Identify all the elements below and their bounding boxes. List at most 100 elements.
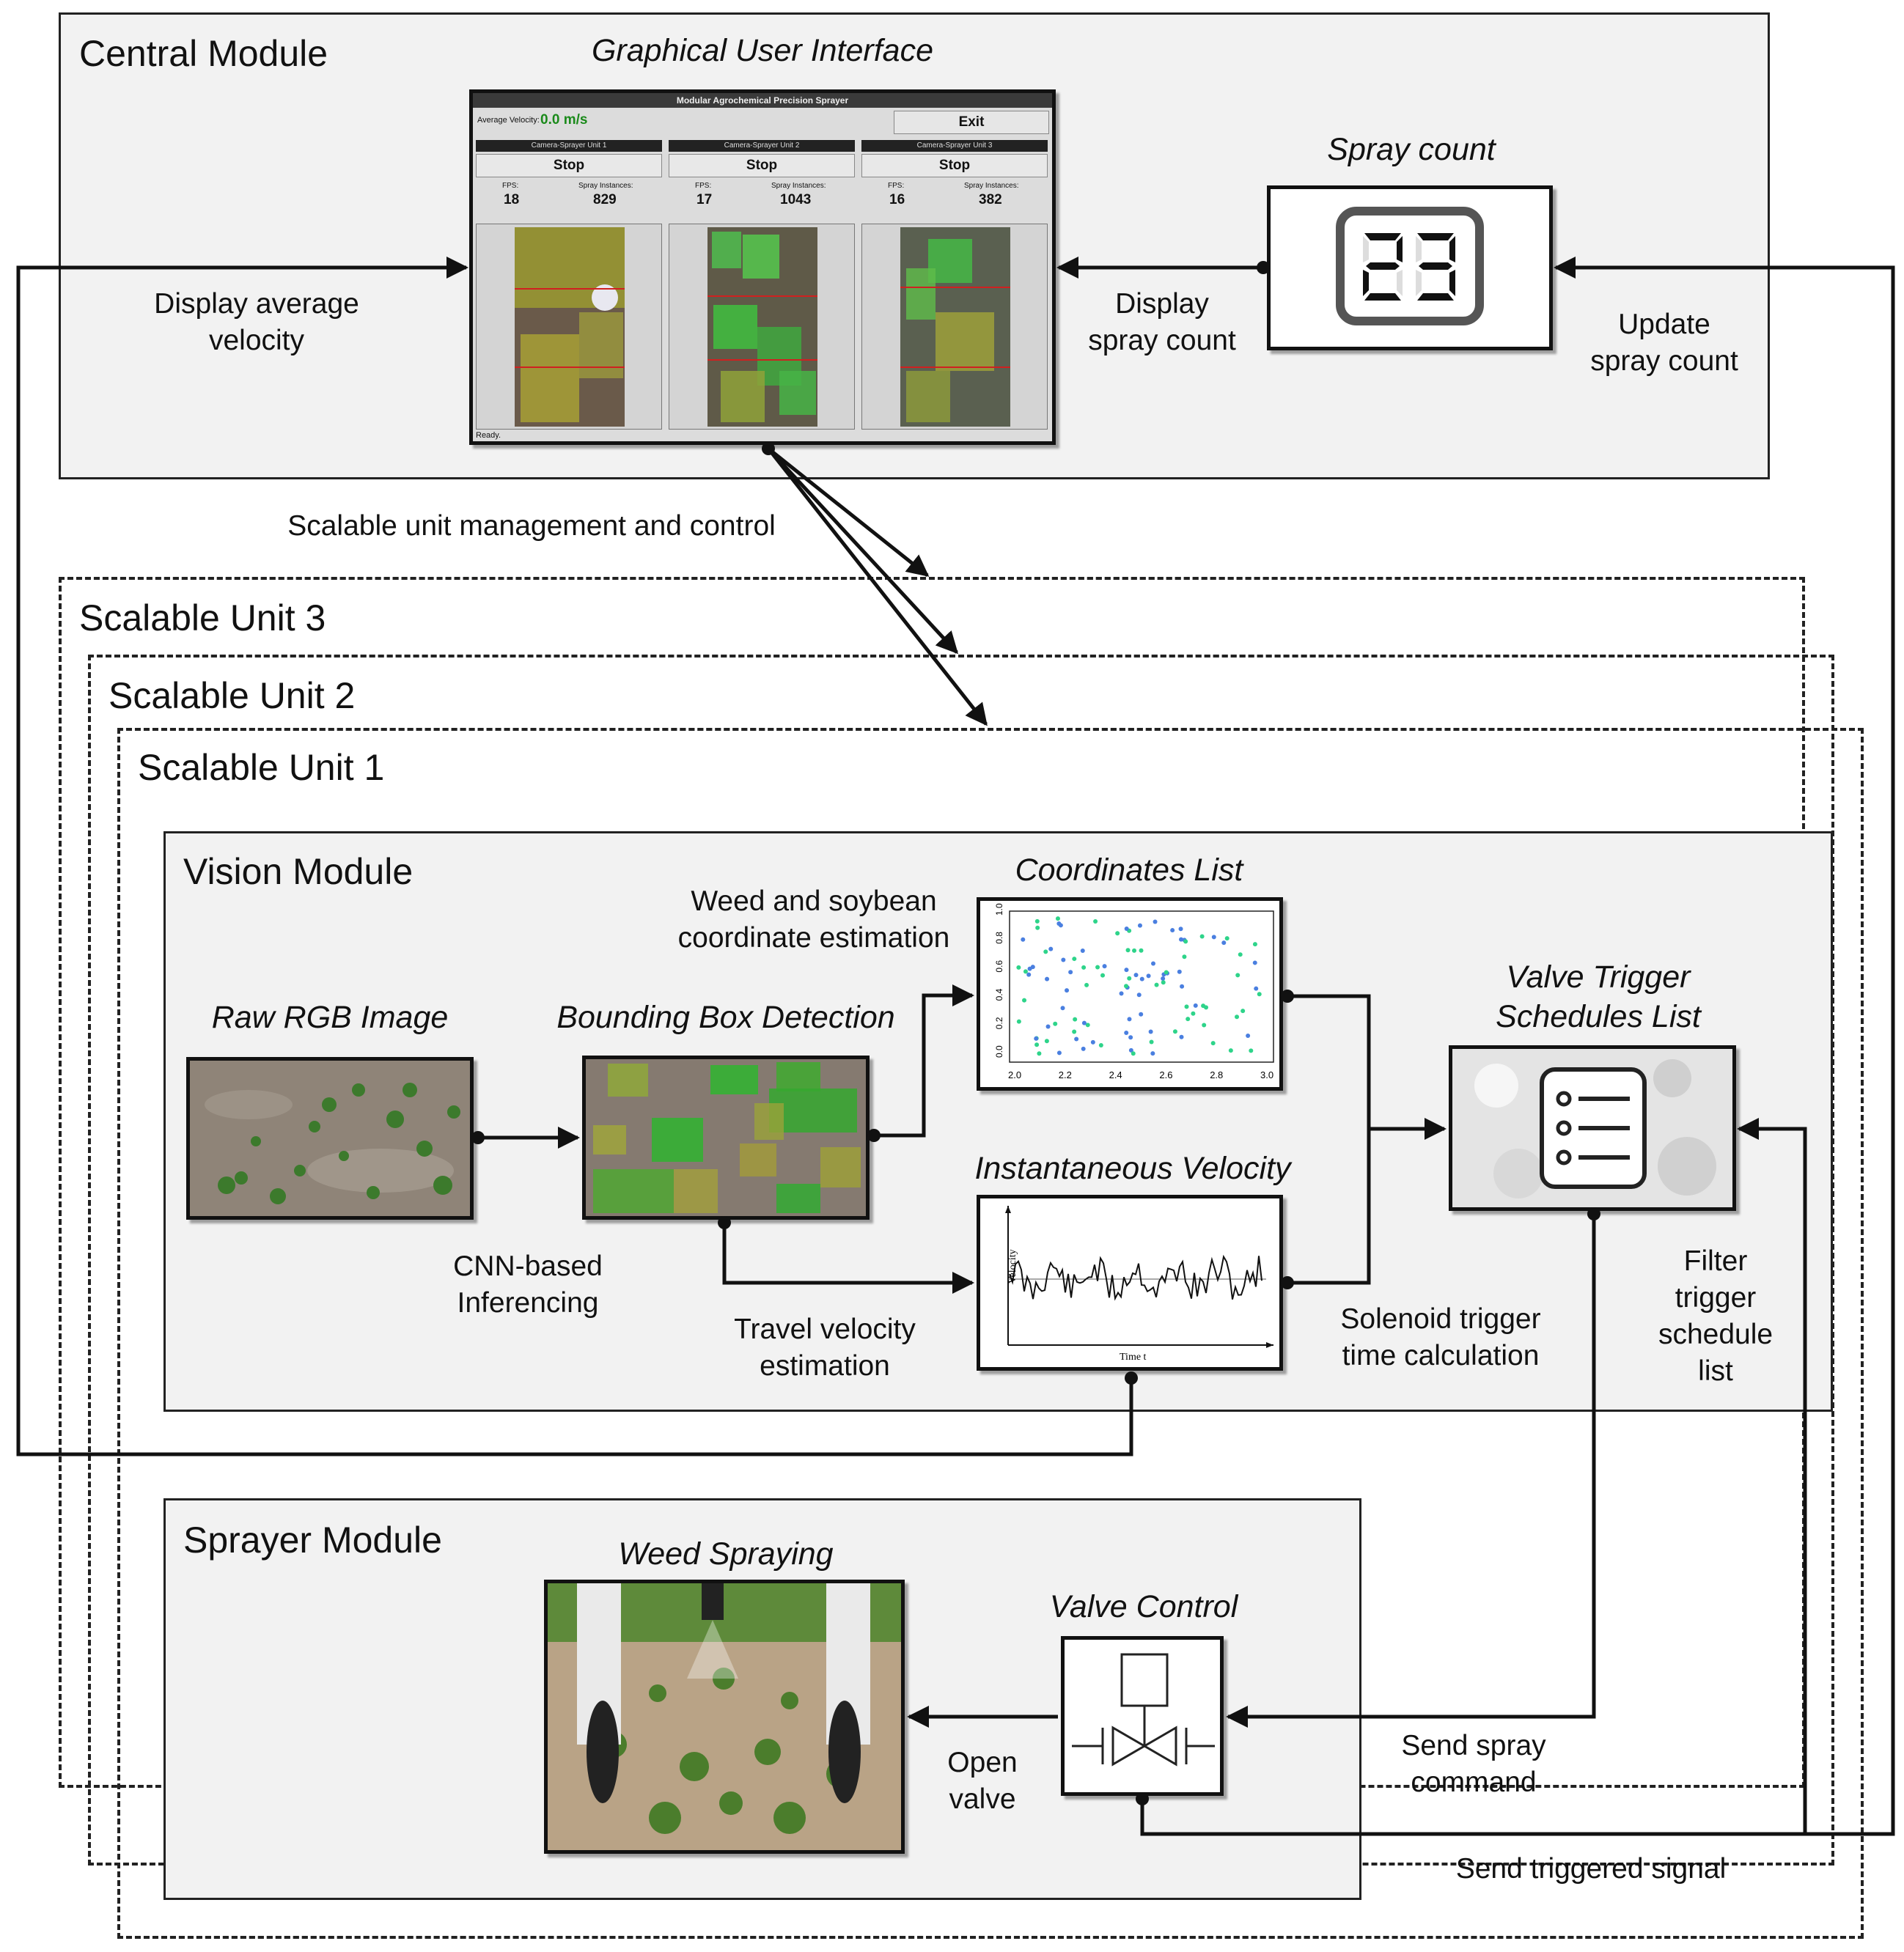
valve-control-box	[1061, 1636, 1224, 1796]
scatter-point	[1115, 931, 1120, 936]
scatter-point	[1081, 1046, 1086, 1051]
gui-topbar: Average Velocity: 0.0 m/s Exit	[473, 109, 1052, 134]
exit-button[interactable]: Exit	[894, 111, 1049, 134]
scatter-point	[1065, 988, 1070, 993]
scatter-point	[1136, 992, 1142, 998]
valve-schedule-panel	[1449, 1045, 1736, 1211]
scatter-point	[1240, 1009, 1246, 1014]
gui-titlebar: Modular Agrochemical Precision Sprayer	[473, 93, 1052, 108]
scatter-point	[1153, 919, 1158, 924]
scatter-point	[1139, 1012, 1144, 1017]
scatter-point	[1053, 1021, 1058, 1026]
velocity-ylabel: Velocity	[1007, 1249, 1018, 1283]
velocity-xlabel: Time t	[1120, 1352, 1147, 1363]
scatter-point	[1061, 957, 1066, 962]
scatter-point	[1060, 1006, 1065, 1011]
velocity-value: 0.0 m/s	[540, 112, 588, 128]
scatter-point	[1161, 976, 1166, 981]
stop-button[interactable]: Stop	[861, 154, 1048, 177]
scatter-point	[1124, 1030, 1129, 1035]
scatter-point	[1035, 925, 1040, 930]
gui-status: Ready.	[476, 431, 501, 440]
scatter-point	[1068, 970, 1073, 975]
scatter-point	[1045, 1024, 1051, 1029]
scalable-unit-2-title: Scalable Unit 2	[109, 675, 356, 716]
scatter-point	[1093, 919, 1098, 924]
send-triggered-label: Send triggered signal	[1455, 1853, 1727, 1885]
unit-header: Camera-Sprayer Unit 1	[476, 140, 662, 152]
solenoid-label: Solenoid trigger time calculation	[1340, 1303, 1541, 1371]
scatter-point	[1148, 1029, 1153, 1034]
valve-control-title: Valve Control	[1049, 1589, 1238, 1624]
scatter-point	[1170, 928, 1175, 933]
stop-button[interactable]: Stop	[669, 154, 855, 177]
scatter-point	[1131, 1051, 1136, 1056]
scatter-point	[1202, 1023, 1207, 1028]
travel-velocity-label: Travel velocity estimation	[734, 1314, 916, 1382]
weed-spraying-title: Weed Spraying	[618, 1536, 834, 1572]
stop-button[interactable]: Stop	[476, 154, 662, 177]
scatter-y-tick: 0.6	[994, 960, 1004, 973]
scatter-x-tick: 2.2	[1059, 1069, 1072, 1080]
bbox-detection-image	[582, 1056, 870, 1220]
scatter-point	[1179, 1034, 1184, 1039]
gui-title: Graphical User Interface	[591, 33, 934, 68]
scatter-point	[1182, 954, 1187, 960]
scatter-x-tick: 2.8	[1210, 1069, 1223, 1080]
scatter-point	[1249, 1048, 1254, 1053]
scatter-point	[1128, 1035, 1133, 1040]
central-module-title: Central Module	[79, 33, 328, 74]
scatter-point	[1183, 939, 1188, 944]
scatter-x-tick: 2.0	[1008, 1069, 1021, 1080]
cnn-label: CNN-based Inferencing	[453, 1251, 603, 1319]
scatter-point	[1034, 1036, 1039, 1041]
weed-spraying-image	[544, 1580, 905, 1854]
scatter-point	[1164, 970, 1169, 975]
spray-instances-label: Spray Instances:	[771, 182, 826, 190]
raw-rgb-title: Raw RGB Image	[211, 1000, 449, 1035]
fps-label: FPS:	[695, 182, 712, 190]
unit-header: Camera-Sprayer Unit 2	[669, 140, 855, 152]
sprayer-module-title: Sprayer Module	[183, 1520, 442, 1561]
scatter-point	[1178, 927, 1183, 932]
fps-value: 16	[889, 192, 905, 207]
bbox-title: Bounding Box Detection	[556, 1000, 895, 1035]
scatter-point	[1073, 1017, 1078, 1022]
scatter-point	[1132, 948, 1137, 953]
open-valve-label: Open valve	[947, 1747, 1018, 1815]
scatter-point	[1026, 972, 1032, 977]
coords-title: Coordinates List	[1015, 852, 1243, 888]
scatter-y-tick: 0.8	[994, 932, 1004, 944]
scatter-point	[1023, 969, 1028, 974]
spray-instances-value: 829	[593, 192, 617, 207]
fps-label: FPS:	[502, 182, 519, 190]
scatter-point	[1137, 923, 1142, 928]
velocity-line-plot: Velocity Time t	[1005, 1206, 1273, 1363]
spray-count-display	[1267, 185, 1553, 350]
scatter-point	[1056, 921, 1062, 926]
scatter-point	[1027, 966, 1032, 971]
scatter-point	[1254, 986, 1259, 991]
velocity-label: Average Velocity:	[477, 116, 540, 125]
scatter-point	[1127, 976, 1132, 981]
scatter-point	[1221, 940, 1227, 946]
scatter-point	[1179, 937, 1184, 942]
display-velocity-label: Display average velocity	[154, 288, 359, 356]
scatter-y-tick: 1.0	[994, 903, 1004, 916]
fps-value: 17	[696, 192, 713, 207]
scatter-point	[1177, 969, 1182, 974]
scatter-point	[1043, 949, 1048, 954]
valve-schedule-title: Valve Trigger Schedules List	[1496, 960, 1701, 1034]
scatter-point	[1072, 1029, 1077, 1034]
scatter-point	[1186, 1017, 1191, 1022]
unit-column-1: Camera-Sprayer Unit 1 Stop FPS: Spray In…	[476, 140, 662, 430]
camera-feed-3	[861, 224, 1048, 430]
unit-column-2: Camera-Sprayer Unit 2 Stop FPS: Spray In…	[669, 140, 855, 430]
scatter-x-tick: 3.0	[1260, 1069, 1273, 1080]
scatter-point	[1055, 916, 1060, 921]
scatter-point	[1139, 948, 1144, 953]
scatter-point	[1095, 965, 1100, 970]
management-label: Scalable unit management and control	[287, 510, 776, 542]
list-icon	[1540, 1067, 1647, 1189]
